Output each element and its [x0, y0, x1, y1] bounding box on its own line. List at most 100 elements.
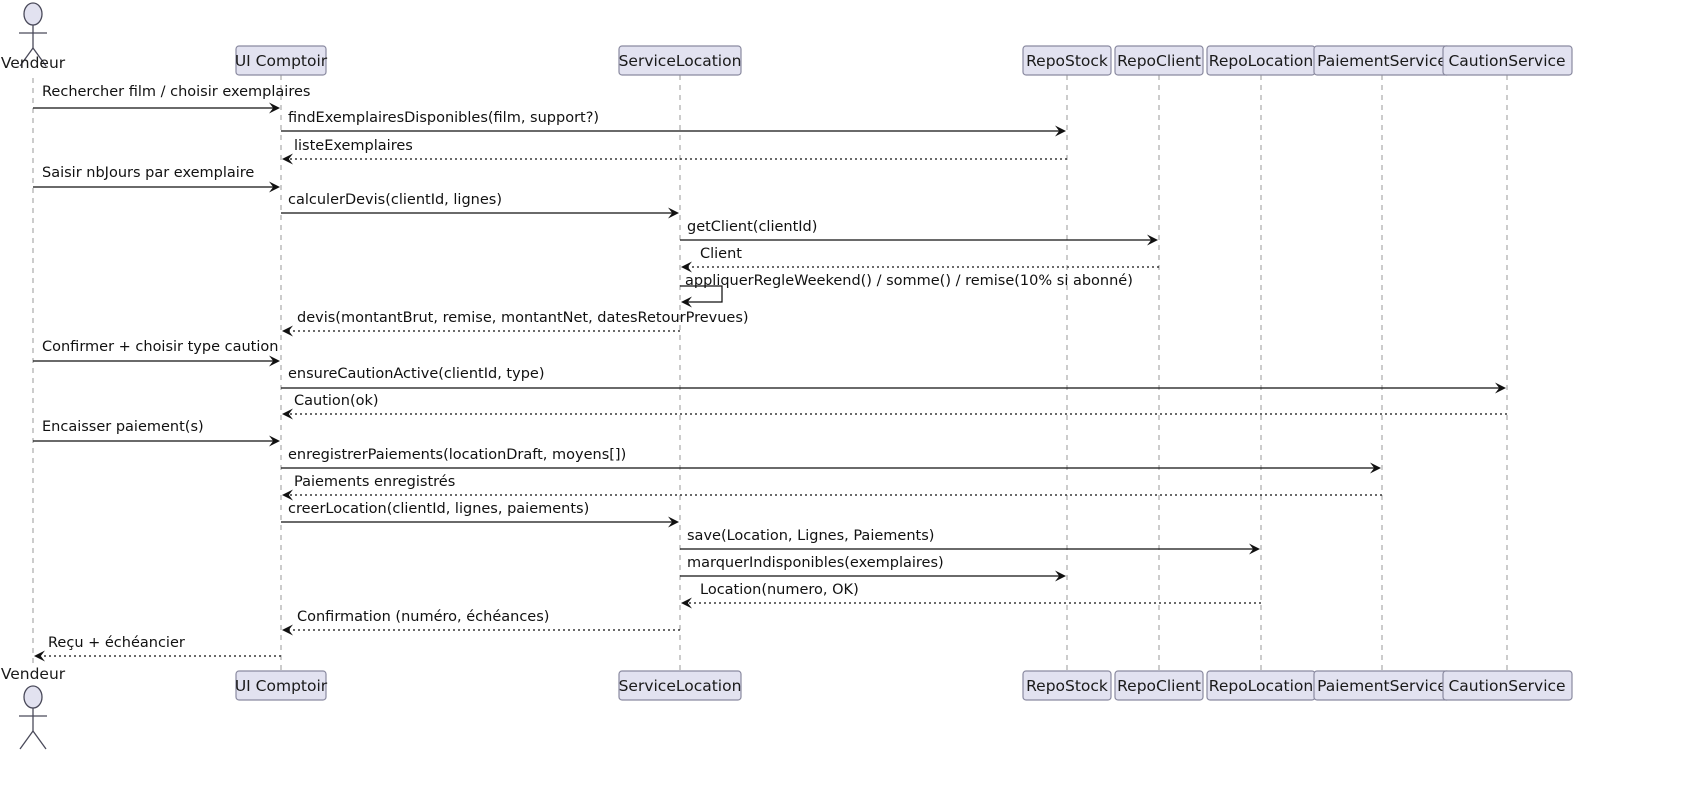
participant-label-ui: UI Comptoir [235, 52, 328, 70]
arrowhead [34, 650, 45, 662]
message-8: appliquerRegleWeekend() / somme() / remi… [680, 273, 1133, 308]
actor-vendeur-bottom: Vendeur [1, 665, 66, 750]
arrowhead [681, 296, 692, 308]
participant-box-caution[interactable] [1442, 45, 1573, 76]
participant-label-client: RepoClient [1117, 52, 1201, 70]
arrowhead [1055, 125, 1066, 137]
participant-label-client: RepoClient [1117, 677, 1201, 695]
message-label-15: Paiements enregistrés [294, 474, 455, 490]
message-9: devis(montantBrut, remise, montantNet, d… [282, 310, 749, 337]
actor-head-vendeur [23, 2, 43, 26]
participant-label-caution: CautionService [1448, 677, 1565, 695]
message-label-6: getClient(clientId) [687, 219, 817, 235]
message-3: listeExemplaires [282, 138, 1067, 165]
participant-location-bottom[interactable]: RepoLocation [1206, 670, 1316, 701]
message-label-14: enregistrerPaiements(locationDraft, moye… [288, 447, 626, 463]
message-15: Paiements enregistrés [282, 474, 1382, 501]
participant-label-paiement: PaiementService [1317, 52, 1447, 70]
message-label-19: Location(numero, OK) [700, 582, 859, 598]
lifelines-layer [32, 75, 1508, 671]
arrowhead [668, 207, 679, 219]
participant-stock-bottom[interactable]: RepoStock [1022, 670, 1112, 701]
participant-label-service: ServiceLocation [619, 677, 742, 695]
message-label-10: Confirmer + choisir type caution [42, 339, 278, 355]
arrowhead [1055, 570, 1066, 582]
participant-client-bottom[interactable]: RepoClient [1114, 670, 1204, 701]
arrowhead [282, 489, 293, 501]
message-label-21: Reçu + échéancier [48, 635, 185, 651]
message-16: creerLocation(clientId, lignes, paiement… [281, 501, 679, 528]
participant-client-top[interactable]: RepoClient [1114, 45, 1204, 76]
arrowhead [282, 624, 293, 636]
participant-box-service[interactable] [618, 45, 742, 76]
arrowhead [1370, 462, 1381, 474]
participant-label-location: RepoLocation [1209, 52, 1314, 70]
participant-ui-bottom[interactable]: UI Comptoir [235, 670, 328, 701]
participant-caution-top[interactable]: CautionService [1442, 45, 1573, 76]
participant-label-stock: RepoStock [1026, 677, 1108, 695]
arrowhead [668, 516, 679, 528]
message-21: Reçu + échéancier [34, 635, 281, 662]
participant-label-location: RepoLocation [1209, 677, 1314, 695]
message-19: Location(numero, OK) [681, 582, 1261, 609]
arrowhead [269, 435, 280, 447]
message-12: Caution(ok) [282, 393, 1507, 420]
message-label-4: Saisir nbJours par exemplaire [42, 165, 254, 181]
arrowhead [1495, 382, 1506, 394]
participant-ui-top[interactable]: UI Comptoir [235, 45, 328, 76]
arrowhead [282, 408, 293, 420]
participant-service-top[interactable]: ServiceLocation [618, 45, 742, 76]
message-label-9: devis(montantBrut, remise, montantNet, d… [297, 310, 749, 326]
participant-box-ui[interactable] [235, 45, 327, 76]
message-label-2: findExemplairesDisponibles(film, support… [288, 110, 599, 126]
participant-box-client[interactable] [1114, 670, 1204, 701]
actor-left-leg-vendeur [19, 730, 34, 750]
participant-box-ui[interactable] [235, 670, 327, 701]
participant-box-stock[interactable] [1022, 670, 1112, 701]
message-line-self-8 [680, 285, 723, 303]
message-17: save(Location, Lignes, Paiements) [680, 528, 1260, 555]
actor-vendeur-top: Vendeur [1, 2, 66, 72]
participant-box-caution[interactable] [1442, 670, 1573, 701]
message-7: Client [681, 246, 1159, 273]
arrowhead [681, 261, 692, 273]
participant-stock-top[interactable]: RepoStock [1022, 45, 1112, 76]
actor-right-leg-vendeur [32, 730, 47, 750]
participant-caution-bottom[interactable]: CautionService [1442, 670, 1573, 701]
participant-paiement-top[interactable]: PaiementService [1313, 45, 1451, 76]
actor-left-leg-vendeur [19, 47, 34, 67]
message-label-3: listeExemplaires [294, 138, 413, 154]
participant-location-top[interactable]: RepoLocation [1206, 45, 1316, 76]
messages-layer: Rechercher film / choisir exemplairesfin… [33, 84, 1507, 662]
message-label-7: Client [700, 246, 742, 262]
participant-box-service[interactable] [618, 670, 742, 701]
actor-right-leg-vendeur [32, 47, 47, 67]
participant-service-bottom[interactable]: ServiceLocation [618, 670, 742, 701]
message-5: calculerDevis(clientId, lignes) [281, 192, 679, 219]
message-label-5: calculerDevis(clientId, lignes) [288, 192, 502, 208]
message-label-11: ensureCautionActive(clientId, type) [288, 366, 544, 382]
message-label-12: Caution(ok) [294, 393, 379, 409]
participant-box-stock[interactable] [1022, 45, 1112, 76]
message-11: ensureCautionActive(clientId, type) [281, 366, 1506, 394]
message-10: Confirmer + choisir type caution [33, 339, 280, 367]
participant-paiement-bottom[interactable]: PaiementService [1313, 670, 1451, 701]
arrowhead [681, 597, 692, 609]
message-2: findExemplairesDisponibles(film, support… [281, 110, 1066, 137]
actor-label-vendeur: Vendeur [1, 54, 66, 72]
message-1: Rechercher film / choisir exemplaires [33, 84, 310, 114]
message-4: Saisir nbJours par exemplaire [33, 165, 280, 193]
message-label-16: creerLocation(clientId, lignes, paiement… [288, 501, 589, 517]
participant-label-stock: RepoStock [1026, 52, 1108, 70]
participant-box-client[interactable] [1114, 45, 1204, 76]
participant-label-paiement: PaiementService [1317, 677, 1447, 695]
message-6: getClient(clientId) [680, 219, 1158, 246]
message-label-8: appliquerRegleWeekend() / somme() / remi… [685, 273, 1133, 289]
participant-label-service: ServiceLocation [619, 52, 742, 70]
arrowhead [282, 153, 293, 165]
arrowhead [269, 181, 280, 193]
